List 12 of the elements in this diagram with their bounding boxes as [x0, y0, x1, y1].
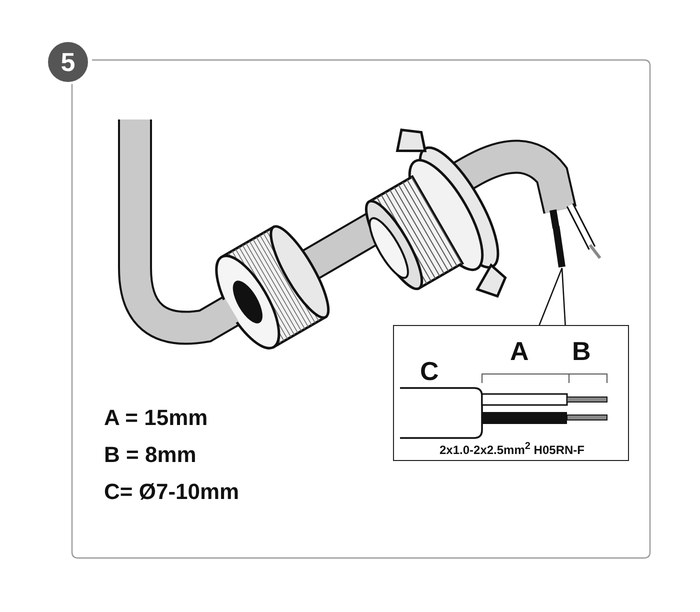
dimension-letter: C [420, 356, 439, 387]
dimension-note: C= Ø7-10mm [104, 479, 240, 505]
dimension-letter: B [572, 336, 591, 367]
cable-inset-box [393, 325, 629, 461]
cable-spec-text: 2x1.0-2x2.5mm$^{2}$ H05RN-F [438, 441, 586, 457]
dimension-note: B = 8mm [104, 442, 196, 468]
dimension-letter: A [510, 336, 529, 367]
step-number-badge: 5 [48, 42, 88, 82]
dimension-note: A = 15mm [104, 405, 208, 431]
leader-line [538, 268, 563, 326]
leader-line [561, 268, 566, 326]
wire-end-drawing [550, 226, 566, 268]
